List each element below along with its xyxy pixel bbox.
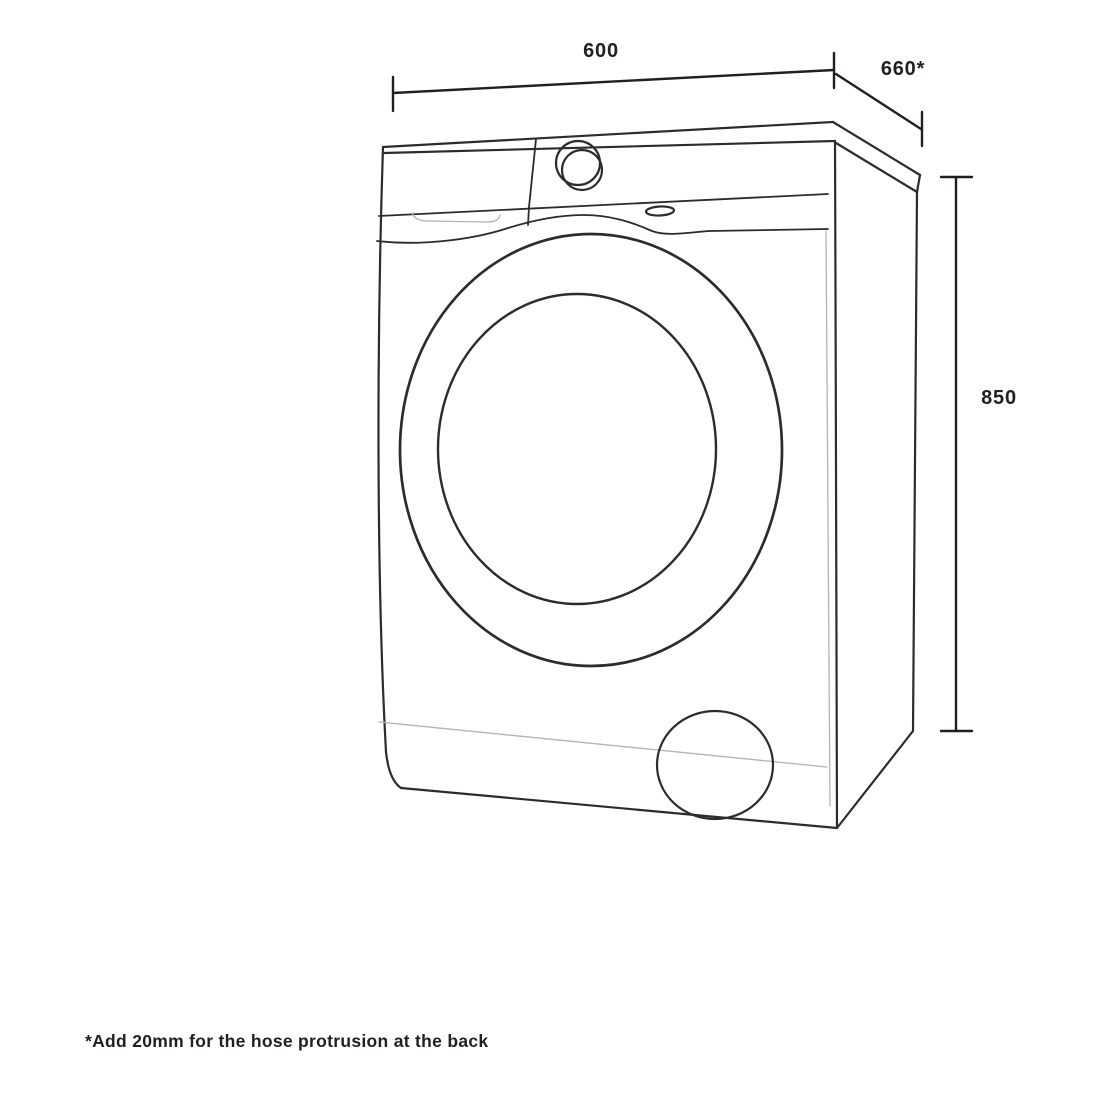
detergent-drawer-divider — [527, 138, 537, 226]
bottom-right-edge — [835, 729, 915, 830]
front-right-inset-line — [825, 230, 831, 807]
front-crease-curve — [376, 214, 829, 244]
width-dimension-label: 600 — [583, 40, 619, 62]
dimension-annotations: 600 660* 850 — [391, 40, 1017, 733]
depth-dimension-label: 660* — [881, 58, 925, 80]
pump-filter-door — [655, 709, 775, 821]
back-right-edge — [911, 190, 919, 733]
footnote: *Add 20mm for the hose protrusion at the… — [85, 1031, 489, 1051]
depth-dimension: 660* — [834, 58, 925, 148]
kick-plate-line — [378, 721, 828, 768]
bottom-front-edge — [399, 786, 839, 830]
left-edge — [377, 145, 403, 790]
front-right-edge — [833, 139, 839, 830]
detergent-drawer-handle — [411, 212, 501, 223]
top-right-corner-edge — [915, 173, 922, 194]
panel-button-slot — [644, 205, 676, 217]
top-lip-edge — [382, 139, 837, 155]
depth-dimension-line — [834, 72, 923, 131]
top-right-edge — [831, 120, 922, 177]
height-dimension-label: 850 — [981, 387, 1017, 409]
door-glass — [436, 292, 718, 606]
width-dimension: 600 — [391, 40, 836, 113]
program-knob-inner — [560, 148, 604, 192]
top-front-edge — [381, 120, 835, 149]
control-panel-bottom-line — [378, 193, 829, 217]
washing-machine-drawing — [376, 120, 922, 830]
top-right-lip-edge — [834, 141, 919, 194]
door-outer-ring — [398, 232, 784, 668]
width-dimension-line — [391, 68, 836, 95]
height-dimension: 850 — [939, 175, 1017, 733]
